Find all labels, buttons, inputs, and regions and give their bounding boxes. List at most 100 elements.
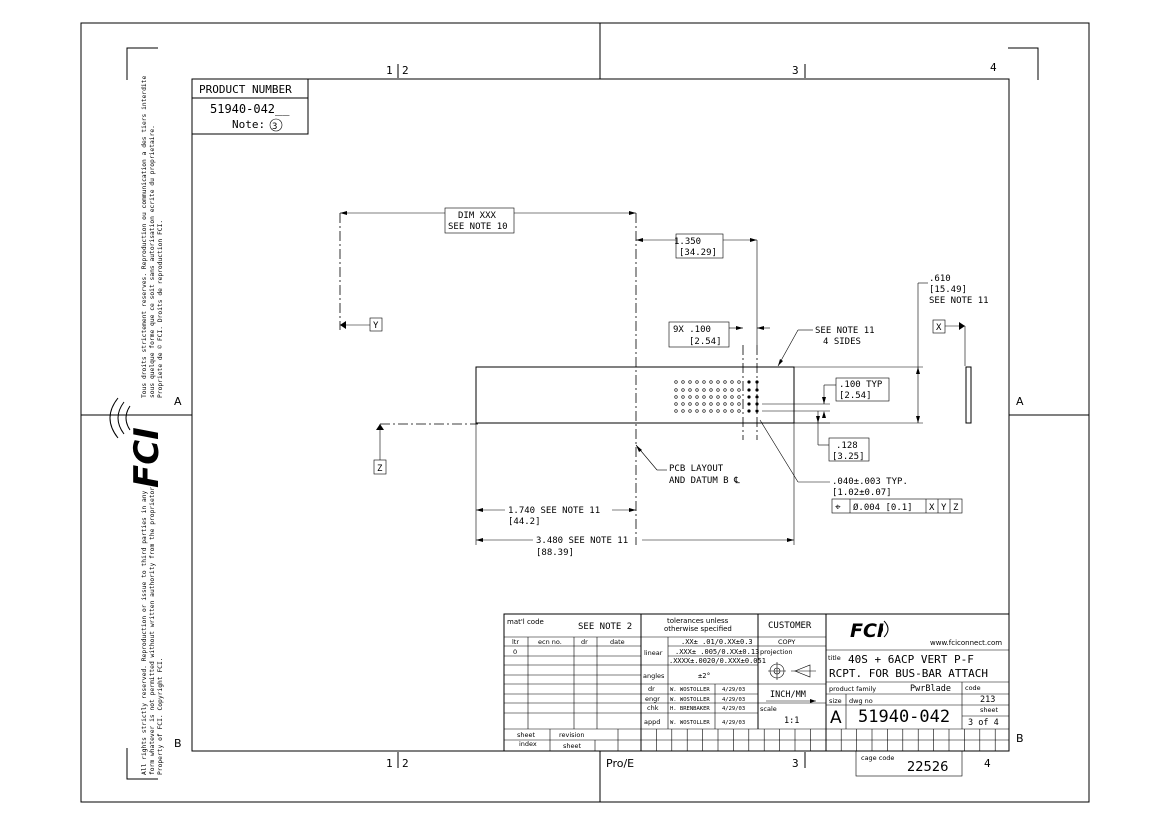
- contact-hole: [709, 388, 713, 392]
- power-contact: [755, 388, 759, 392]
- power-contact: [755, 395, 759, 399]
- contact-hole: [688, 395, 692, 399]
- contact-hole: [730, 402, 734, 406]
- copy-label: COPY: [778, 638, 795, 646]
- revision-label: revision: [559, 731, 584, 739]
- website: www.fciconnect.com: [930, 639, 1002, 647]
- dim-610-line2: [15.49]: [929, 285, 967, 295]
- side-text-fr-2: sous quelque forme que ce soit sans auto…: [149, 125, 156, 398]
- contact-hole: [737, 409, 741, 413]
- scale-label: scale: [760, 705, 777, 713]
- dim-1350-line2: [34.29]: [679, 248, 717, 258]
- power-contact: [747, 388, 751, 392]
- signer-role: chk: [647, 704, 659, 712]
- signer-name: H. BRENBAKER: [670, 706, 710, 712]
- zone-top-1: 1: [386, 64, 393, 77]
- contact-hole: [723, 409, 727, 413]
- signer-row: engr W. WOSTOLLER 4/29/03: [645, 695, 745, 703]
- contact-hole: [716, 380, 720, 384]
- dwg-no-value: 51940-042: [858, 707, 950, 727]
- rev-header-ecn: ecn no.: [538, 638, 562, 646]
- dim-xxx-line2: SEE NOTE 10: [448, 222, 508, 232]
- contact-hole: [674, 395, 678, 399]
- contact-hole: [737, 380, 741, 384]
- svg-text:FCI: FCI: [850, 620, 884, 642]
- datum-z: Z: [377, 464, 383, 474]
- side-text-en-1: All rights strictly reserved. Reproducti…: [141, 490, 148, 775]
- dim-3480-line1: 3.480 SEE NOTE 11: [536, 536, 628, 546]
- code-value: 213: [980, 695, 995, 705]
- zone-bottom-2: 2: [402, 757, 409, 770]
- tol-angles-label: angles: [643, 672, 665, 680]
- see-note11-line1: SEE NOTE 11: [815, 326, 875, 336]
- contact-hole: [723, 380, 727, 384]
- dim-1740-line2: [44.2]: [508, 517, 541, 527]
- part-view: [339, 213, 972, 545]
- contact-hole: [716, 402, 720, 406]
- power-contact: [747, 380, 751, 384]
- contact-hole: [674, 388, 678, 392]
- contact-hole: [702, 395, 706, 399]
- pcb-layout-line2: AND DATUM B ℄: [669, 476, 740, 486]
- contact-hole: [695, 395, 699, 399]
- datum-x: X: [936, 323, 942, 333]
- rev-header-ltr: ltr: [512, 638, 519, 646]
- power-contact: [747, 409, 751, 413]
- rev-header-date: date: [610, 638, 625, 646]
- tol-line-3: .XXXX±.0020/0.XXX±0.051: [669, 657, 766, 665]
- signer-date: 4/29/03: [722, 706, 745, 712]
- power-contact: [755, 409, 759, 413]
- matl-code-label: mat'l code: [507, 618, 544, 626]
- product-number-note-num: 3: [272, 122, 277, 132]
- dim-100typ-line1: .100 TYP: [839, 380, 883, 390]
- signer-row: appd W. WOSTOLLER 4/29/03: [644, 718, 745, 726]
- dim-040-line2: [1.02±0.07]: [832, 488, 892, 498]
- signer-date: 4/29/03: [722, 720, 745, 726]
- code-label: code: [965, 684, 981, 692]
- signer-row: chk H. BRENBAKER 4/29/03: [647, 704, 745, 712]
- contact-hole: [737, 402, 741, 406]
- title-block: mat'l code SEE NOTE 2 ltr ecn no. dr dat…: [503, 613, 1010, 777]
- power-contact: [755, 380, 759, 384]
- contact-hole: [674, 402, 678, 406]
- cage-code-value: 22526: [907, 760, 948, 775]
- product-family-value: PwrBlade: [910, 684, 951, 694]
- projection-symbol-icon: [768, 662, 816, 680]
- dim-xxx-line1: DIM XXX: [458, 211, 497, 221]
- fci-brand-logo-icon: FCI: [850, 620, 889, 642]
- zone-left-a: A: [174, 395, 182, 408]
- signer-role: dr: [648, 685, 655, 693]
- signer-date: 4/29/03: [722, 697, 745, 703]
- rev-header-dr: dr: [581, 638, 588, 646]
- fcf-datum-x: X: [929, 503, 935, 513]
- zone-top-3: 3: [792, 64, 799, 77]
- side-text-en-3: Property of FCI. Copyright FCI.: [157, 657, 164, 775]
- units-label: INCH/MM: [770, 690, 806, 700]
- tol-header-2: otherwise specified: [664, 625, 732, 633]
- signer-name: W. WOSTOLLER: [670, 687, 710, 693]
- contact-hole: [688, 380, 692, 384]
- tol-header-1: tolerances unless: [667, 617, 729, 625]
- dwg-no-label: dwg no: [849, 697, 873, 705]
- dim-128-line2: [3.25]: [832, 452, 865, 462]
- proe-label: Pro/E: [606, 757, 634, 770]
- zone-bottom-3: 3: [792, 757, 799, 770]
- sheet-label: sheet: [980, 706, 999, 714]
- contact-hole: [702, 402, 706, 406]
- contact-hole: [730, 395, 734, 399]
- size-label: size: [829, 697, 842, 705]
- rev-row1-ltr: 0: [513, 648, 517, 656]
- contact-hole: [674, 409, 678, 413]
- title-line-1: 40S + 6ACP VERT P-F: [848, 653, 974, 666]
- title-line-2: RCPT. FOR BUS-BAR ATTACH: [829, 667, 988, 680]
- contact-hole: [709, 395, 713, 399]
- dim-1740-line1: 1.740 SEE NOTE 11: [508, 506, 600, 516]
- zone-top-4: 4: [990, 61, 997, 74]
- contact-hole: [716, 388, 720, 392]
- contact-hole: [681, 409, 685, 413]
- dim-3480-line2: [88.39]: [536, 548, 574, 558]
- tol-linear-label: linear: [644, 649, 663, 657]
- contact-hole: [716, 409, 720, 413]
- contact-hole: [709, 409, 713, 413]
